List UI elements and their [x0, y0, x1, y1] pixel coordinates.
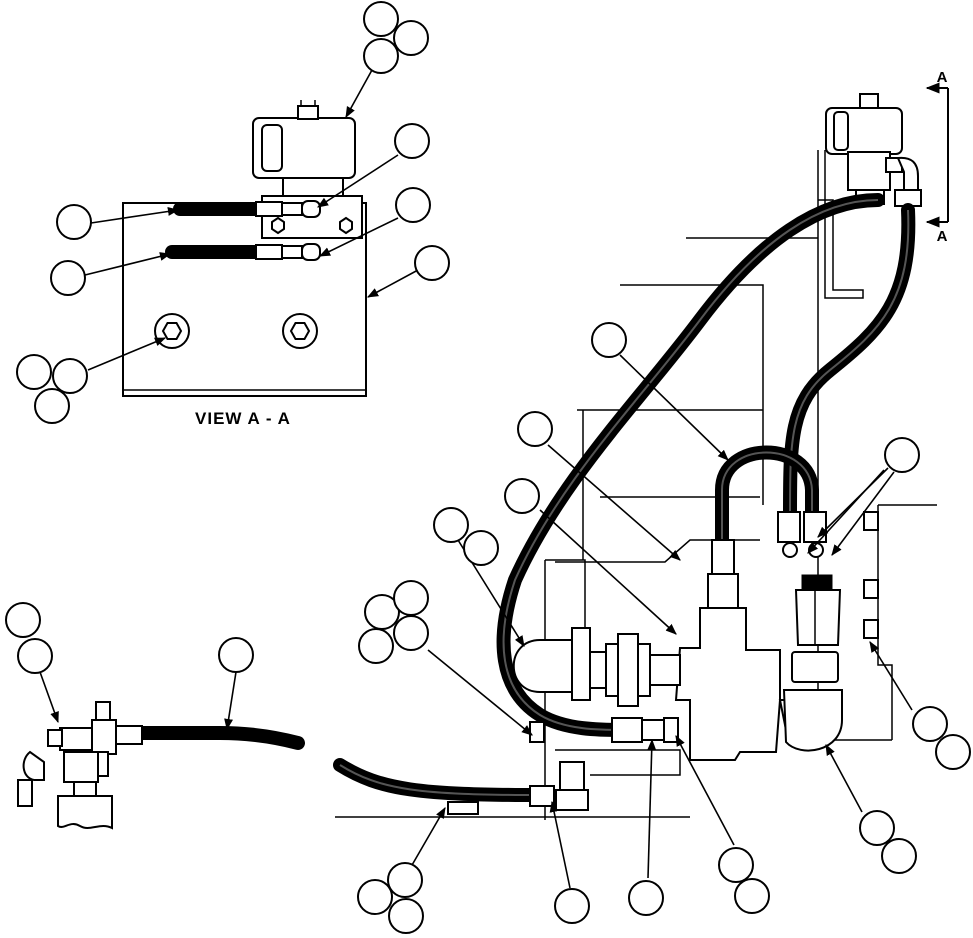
callout-bubble — [628, 880, 664, 916]
callout-bubble — [414, 245, 450, 281]
callout-bubble — [56, 204, 92, 240]
callout-bubble — [517, 411, 553, 447]
callout-bubble — [395, 187, 431, 223]
section-label-top: A — [937, 69, 948, 86]
callout-bubble — [17, 638, 53, 674]
hose-bottom-long — [333, 758, 547, 802]
callout-bubble — [504, 478, 540, 514]
callout-bubble — [912, 706, 948, 742]
callout-bubble — [393, 20, 429, 56]
callout-bubble — [34, 388, 70, 424]
view-a-a-detail: VIEW A - A — [122, 100, 367, 428]
leader-lines — [39, 69, 913, 889]
callout-bubble — [393, 580, 429, 616]
mounting-bolt-right — [282, 313, 318, 349]
lower-hose — [165, 243, 321, 261]
callout-bubble — [388, 898, 424, 934]
callout-bubble — [463, 530, 499, 566]
callout-bubble — [433, 507, 469, 543]
callout-bubble — [52, 358, 88, 394]
upper-hose — [173, 200, 321, 218]
fitting-vertical — [711, 539, 735, 575]
callout-bubble — [5, 602, 41, 638]
hose-u-loop — [715, 445, 819, 552]
callout-bubble — [859, 810, 895, 846]
callout-bubble — [358, 628, 394, 664]
fitting-hose-end — [611, 717, 643, 743]
callout-bubble — [935, 734, 971, 770]
mounting-bolt-left — [154, 313, 190, 349]
right-fitting-stack — [777, 511, 879, 752]
left-base-block — [57, 795, 113, 830]
callout-bubble — [16, 354, 52, 390]
callout-bubble — [363, 1, 399, 37]
callout-bubbles — [5, 1, 971, 934]
elbow-dome — [512, 639, 589, 693]
left-tee-assembly — [17, 701, 143, 830]
callout-bubble — [591, 322, 627, 358]
callout-bubble — [734, 878, 770, 914]
callout-bubble — [50, 260, 86, 296]
callout-bubble — [718, 847, 754, 883]
main-valve-body — [512, 539, 781, 761]
callout-bubble — [218, 637, 254, 673]
hose-long-loop — [496, 193, 885, 737]
callout-bubble — [884, 437, 920, 473]
callout-bubble — [881, 838, 917, 874]
callout-bubble — [364, 594, 400, 630]
section-marker: A A — [925, 69, 949, 245]
callout-bubble — [394, 123, 430, 159]
solenoid-valve-main — [825, 93, 922, 207]
callout-bubble — [387, 862, 423, 898]
view-caption: VIEW A - A — [195, 409, 291, 428]
section-label-bottom: A — [937, 228, 948, 245]
solenoid-coil — [252, 100, 356, 197]
callout-bubble — [393, 615, 429, 651]
hose-left-detail — [133, 726, 305, 750]
callout-bubble — [554, 888, 590, 924]
callout-bubble — [363, 38, 399, 74]
callout-bubble — [357, 879, 393, 915]
